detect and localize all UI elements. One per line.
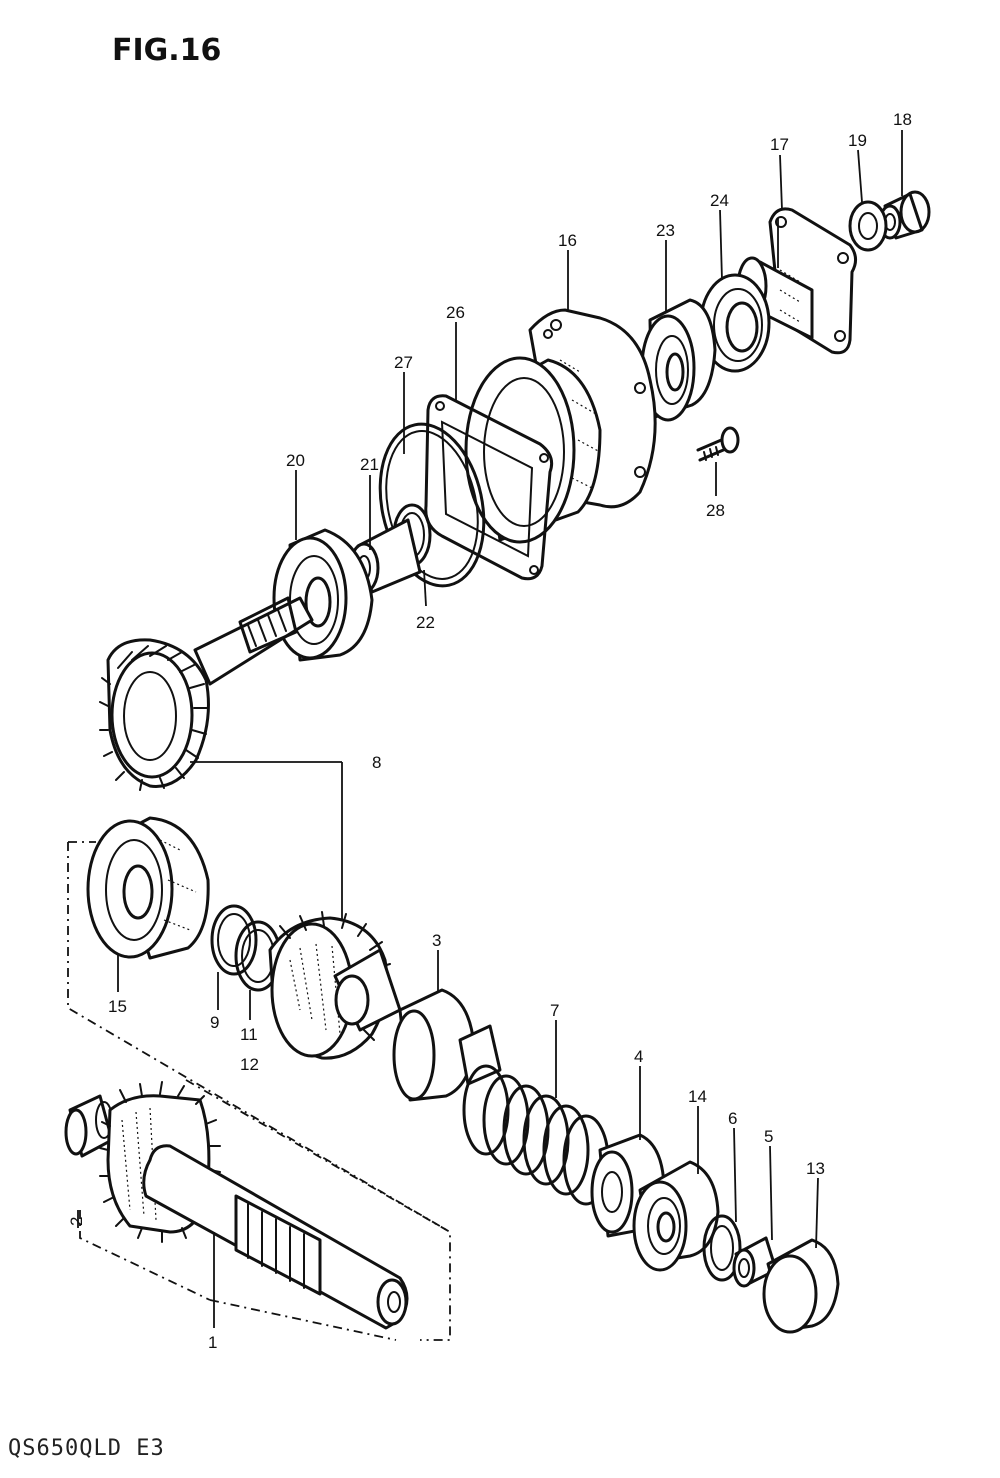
label-part-14: 14	[688, 1087, 707, 1106]
part-18-nut[interactable]	[878, 190, 931, 240]
part-8-ring-gear[interactable]	[268, 911, 402, 1060]
label-part-8: 8	[372, 753, 381, 772]
label-part-22: 22	[416, 613, 435, 632]
label-part-18: 18	[893, 110, 912, 129]
part-27-o-ring[interactable]	[366, 414, 498, 595]
label-part-7: 7	[550, 1001, 559, 1020]
label-part-13: 13	[806, 1159, 825, 1178]
label-part-6: 6	[728, 1109, 737, 1128]
part-8-drive-pinion[interactable]	[99, 596, 314, 791]
label-part-12: 12	[240, 1055, 259, 1074]
part-14-bearing[interactable]	[632, 1160, 720, 1272]
label-part-9: 9	[210, 1013, 219, 1032]
part-13-cap[interactable]	[762, 1238, 840, 1334]
part-19-washer[interactable]	[848, 200, 888, 252]
label-part-17: 17	[770, 135, 789, 154]
label-part-3: 3	[432, 931, 441, 950]
part-26-gasket[interactable]	[424, 394, 554, 581]
label-part-27: 27	[394, 353, 413, 372]
label-part-28: 28	[706, 501, 725, 520]
part-3-cam-follower[interactable]	[392, 988, 502, 1102]
leader-lines	[77, 130, 903, 1328]
label-part-11: 11	[240, 1025, 258, 1044]
label-part-4: 4	[634, 1047, 643, 1066]
part-20-bearing[interactable]	[272, 528, 374, 662]
label-part-1: 1	[208, 1333, 217, 1352]
label-part-20: 20	[286, 451, 305, 470]
label-part-16: 16	[558, 231, 577, 250]
figure-title: FIG.16	[112, 33, 221, 68]
label-part-26: 26	[446, 303, 465, 322]
label-part-19: 19	[848, 131, 867, 150]
label-part-5: 5	[764, 1127, 773, 1146]
part-9-shim[interactable]	[210, 904, 258, 976]
assembly-dashed-lines	[67, 841, 451, 1341]
label-part-2: 2	[67, 1217, 86, 1226]
part-7-spring[interactable]	[462, 1064, 610, 1206]
part-5-nut[interactable]	[732, 1236, 778, 1288]
part-6-snap-ring[interactable]	[702, 1214, 742, 1282]
part-1-2-shaft-and-gear[interactable]	[64, 1081, 409, 1330]
part-15-bearing[interactable]	[86, 816, 210, 960]
part-16-housing[interactable]	[464, 308, 657, 544]
part-28-bolt[interactable]	[696, 426, 740, 462]
label-part-15: 15	[108, 997, 127, 1016]
label-part-23: 23	[656, 221, 675, 240]
part-23-bearing[interactable]	[640, 298, 717, 422]
label-part-24: 24	[710, 191, 729, 210]
model-code: QS650QLD E3	[8, 1436, 165, 1461]
label-part-21: 21	[360, 455, 379, 474]
